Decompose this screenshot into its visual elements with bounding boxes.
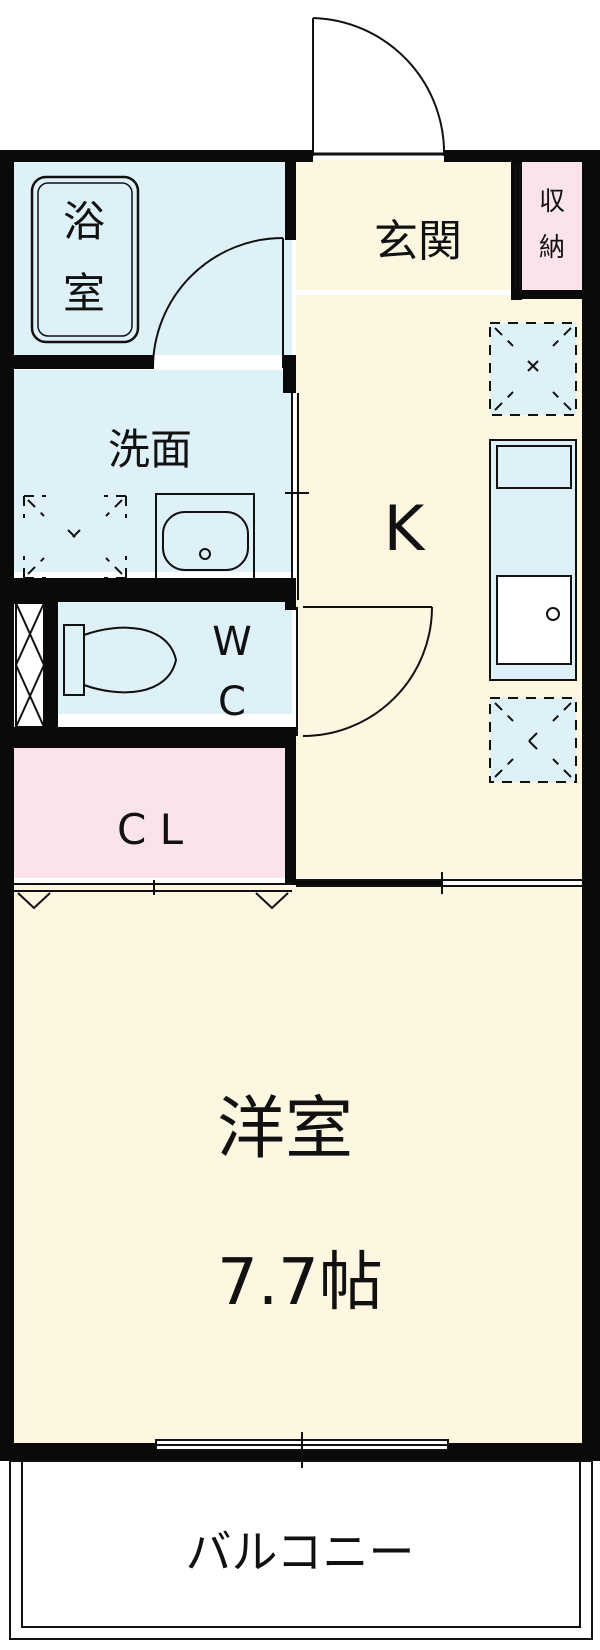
washroom-label: 洗面 [108, 425, 192, 474]
entrance-door [312, 17, 446, 157]
washroom-door [285, 393, 309, 600]
closet-doors [14, 880, 292, 910]
bath-label-1: 浴 [63, 197, 105, 246]
bathroom-door [152, 237, 284, 369]
entrance-area [296, 160, 511, 290]
closet-label: C L [117, 805, 184, 854]
storage-area [522, 160, 582, 293]
closet-area [14, 748, 292, 878]
appliance-space [489, 697, 577, 783]
fridge-space [489, 322, 577, 416]
toilet-bowl [63, 624, 178, 696]
storage-label-2: 納 [539, 233, 565, 263]
bath-label-2: 室 [63, 269, 105, 318]
bathtub-inner [37, 182, 133, 337]
entrance-label: 玄関 [374, 216, 462, 267]
wc-label-1: W [212, 619, 252, 665]
kitchen-counter [489, 439, 577, 681]
kitchen-label: K [384, 492, 426, 565]
storage-door [515, 165, 521, 288]
western-room-label: 洋室 [217, 1090, 353, 1169]
washroom-area [14, 370, 292, 572]
balcony-label: バルコニー [185, 1525, 414, 1579]
pipe-shaft [15, 602, 45, 728]
bathroom-area [14, 160, 292, 355]
balcony [9, 1460, 593, 1640]
storage-label-1: 収 [539, 187, 565, 217]
toilet-door [296, 606, 433, 737]
wc-label-2: C [218, 679, 246, 725]
western-room-area [14, 885, 582, 1443]
bathtub [30, 175, 140, 344]
sliding-door-kitchen [296, 872, 582, 894]
western-room-size: 7.7帖 [217, 1246, 383, 1320]
